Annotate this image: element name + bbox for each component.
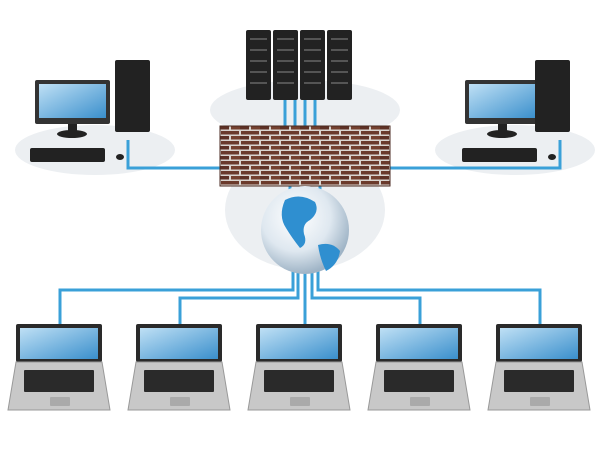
keyboard-icon [462, 148, 537, 162]
computer-tower-icon [535, 60, 570, 132]
keyboard-icon [30, 148, 105, 162]
touchpad [530, 397, 550, 406]
firewall [219, 125, 391, 187]
server-tower-icon [300, 30, 325, 100]
mouse-icon [548, 154, 556, 160]
cable-line [316, 268, 542, 325]
desktop-left [30, 60, 150, 162]
laptop-icon [127, 324, 231, 411]
touchpad [290, 397, 310, 406]
touchpad [170, 397, 190, 406]
desktop-right [462, 60, 570, 162]
laptop-icon [487, 324, 591, 411]
mouse-icon [116, 154, 124, 160]
globe-icon [261, 186, 349, 274]
laptop-icon [7, 324, 111, 411]
cable-line [126, 140, 220, 170]
server-tower-icon [273, 30, 298, 100]
cable-line [58, 268, 295, 325]
server-tower-icon [246, 30, 271, 100]
server-tower-icon [327, 30, 352, 100]
touchpad [50, 397, 70, 406]
touchpad [410, 397, 430, 406]
monitor-icon [35, 80, 110, 138]
laptop-keyboard [384, 370, 454, 392]
laptop-keyboard [144, 370, 214, 392]
laptop-keyboard [264, 370, 334, 392]
monitor-icon [465, 80, 540, 138]
cable-line [310, 268, 422, 325]
laptop-keyboard [504, 370, 574, 392]
laptop-icon [247, 324, 351, 411]
server-rack [246, 30, 352, 100]
cable-line [178, 268, 300, 325]
laptop-icon [367, 324, 471, 411]
computer-tower-icon [115, 60, 150, 132]
cable-line [390, 140, 562, 170]
laptop-keyboard [24, 370, 94, 392]
